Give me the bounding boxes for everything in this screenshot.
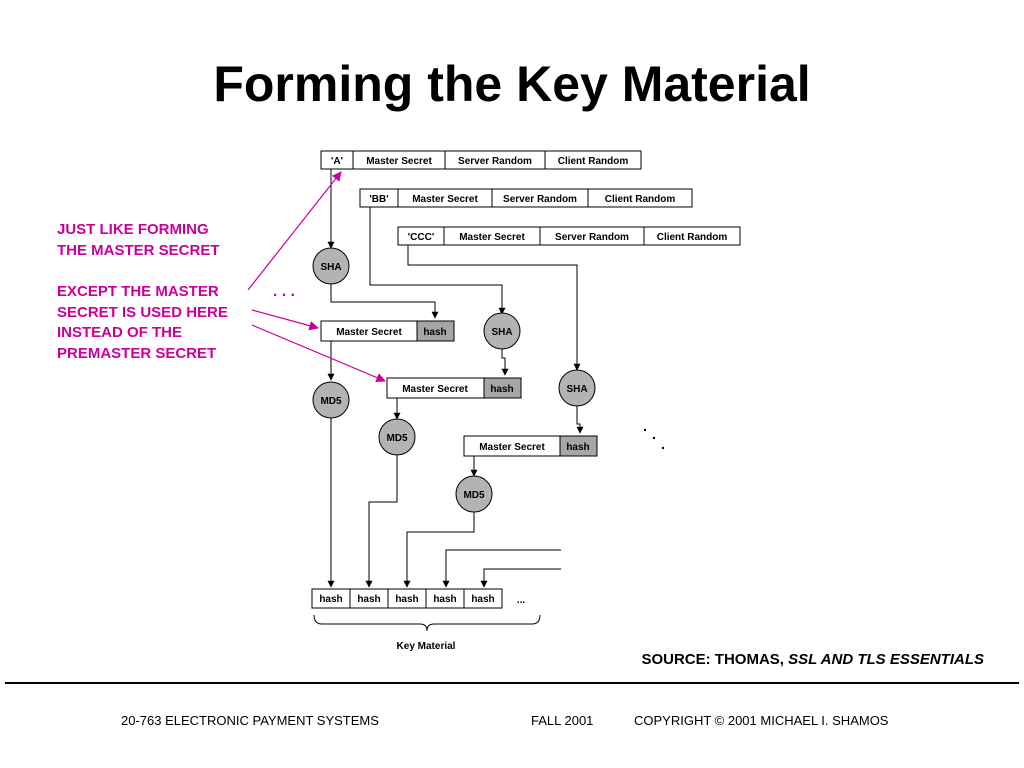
svg-text:hash: hash — [319, 594, 342, 605]
row-a-master-secret-cell: Master Secret — [352, 150, 446, 170]
row-bb-label-cell: 'BB' — [359, 188, 399, 208]
md5-node-3: MD5 — [455, 475, 493, 513]
svg-text:Master Secret: Master Secret — [366, 156, 432, 167]
source-prefix: SOURCE: THOMAS, — [641, 651, 789, 668]
footer-course: 20-763 ELECTRONIC PAYMENT SYSTEMS — [121, 713, 379, 728]
output-hash-cell-2: hash — [349, 588, 389, 609]
md5-input-2-master-secret-cell: Master Secret — [386, 377, 485, 399]
row-bb-client-random-cell: Client Random — [587, 188, 693, 208]
row-ccc: 'CCC' Master Secret Server Random Client… — [397, 226, 741, 246]
svg-text:'BB': 'BB' — [369, 194, 388, 205]
svg-text:hash: hash — [423, 327, 446, 338]
row-a-label-cell: 'A' — [320, 150, 354, 170]
svg-text:MD5: MD5 — [386, 433, 408, 444]
sha-node-1: SHA — [312, 247, 350, 285]
row-ccc-master-secret-cell: Master Secret — [443, 226, 541, 246]
row-a-client-random-cell: Client Random — [544, 150, 642, 170]
svg-text:SHA: SHA — [566, 384, 587, 395]
sha-node-2: SHA — [483, 312, 521, 350]
svg-text:hash: hash — [357, 594, 380, 605]
annotation-like-master-secret: JUST LIKE FORMING THE MASTER SECRET — [57, 221, 220, 259]
output-ellipsis: ... — [517, 595, 526, 606]
svg-text:'A': 'A' — [331, 156, 343, 167]
row-ccc-client-random-cell: Client Random — [643, 226, 741, 246]
svg-text:hash: hash — [433, 594, 456, 605]
diagram-connectors — [327, 169, 584, 588]
output-hash-cell-4: hash — [425, 588, 465, 609]
svg-text:Master Secret: Master Secret — [412, 194, 478, 205]
svg-text:SHA: SHA — [491, 327, 512, 338]
svg-text:hash: hash — [471, 594, 494, 605]
row-ccc-label-cell: 'CCC' — [397, 226, 445, 246]
svg-text:Server Random: Server Random — [503, 194, 577, 205]
md5-input-1-master-secret-cell: Master Secret — [320, 320, 418, 342]
row-a-server-random-cell: Server Random — [444, 150, 546, 170]
row-ccc-server-random-cell: Server Random — [539, 226, 645, 246]
svg-text:Client Random: Client Random — [605, 194, 676, 205]
annotation-master-secret-used: EXCEPT THE MASTER SECRET IS USED HERE IN… — [57, 283, 228, 362]
svg-text:Master Secret: Master Secret — [479, 442, 545, 453]
svg-text:hash: hash — [395, 594, 418, 605]
md5-node-2: MD5 — [378, 418, 416, 456]
svg-text:hash: hash — [566, 442, 589, 453]
key-material-label: Key Material — [397, 641, 456, 652]
md5-input-2-hash-cell: hash — [483, 377, 522, 399]
continuation-dots: . . . — [273, 283, 295, 300]
svg-text:Master Secret: Master Secret — [402, 384, 468, 395]
svg-text:hash: hash — [490, 384, 513, 395]
md5-input-3-hash-cell: hash — [559, 435, 598, 457]
source-citation: SOURCE: THOMAS, SSL AND TLS ESSENTIALS — [641, 651, 984, 668]
svg-text:MD5: MD5 — [320, 396, 342, 407]
row-bb-server-random-cell: Server Random — [491, 188, 589, 208]
footer-divider — [5, 682, 1019, 684]
svg-text:SHA: SHA — [320, 262, 341, 273]
output-row: hash hash hash hash hash ... — [311, 588, 526, 609]
md5-node-1: MD5 — [312, 381, 350, 419]
output-hash-cell-5: hash — [463, 588, 503, 609]
output-hash-cell-1: hash — [311, 588, 351, 609]
slide-title: Forming the Key Material — [213, 56, 811, 112]
row-a: 'A' Master Secret Server Random Client R… — [320, 150, 642, 170]
md5-input-1-hash-cell: hash — [416, 320, 455, 342]
svg-text:'CCC': 'CCC' — [408, 232, 434, 243]
key-material-brace — [313, 614, 541, 632]
annotation-arrows — [247, 171, 386, 383]
md5-input-2: Master Secret hash — [386, 377, 522, 399]
row-bb: 'BB' Master Secret Server Random Client … — [359, 188, 693, 208]
footer-copyright: COPYRIGHT © 2001 MICHAEL I. SHAMOS — [634, 713, 889, 728]
md5-input-3: Master Secret hash — [463, 435, 598, 457]
svg-text:Master Secret: Master Secret — [336, 327, 402, 338]
diagonal-continuation-dots — [643, 428, 665, 450]
svg-text:Client Random: Client Random — [657, 232, 728, 243]
svg-text:Server Random: Server Random — [555, 232, 629, 243]
source-book-title: SSL AND TLS ESSENTIALS — [788, 651, 984, 668]
output-hash-cell-3: hash — [387, 588, 427, 609]
md5-input-1: Master Secret hash — [320, 320, 455, 342]
svg-text:Master Secret: Master Secret — [459, 232, 525, 243]
md5-input-3-master-secret-cell: Master Secret — [463, 435, 561, 457]
svg-text:MD5: MD5 — [463, 490, 485, 501]
sha-node-3: SHA — [558, 369, 596, 407]
row-bb-master-secret-cell: Master Secret — [397, 188, 493, 208]
footer-term: FALL 2001 — [531, 713, 594, 728]
svg-text:Server Random: Server Random — [458, 156, 532, 167]
svg-text:Client Random: Client Random — [558, 156, 629, 167]
